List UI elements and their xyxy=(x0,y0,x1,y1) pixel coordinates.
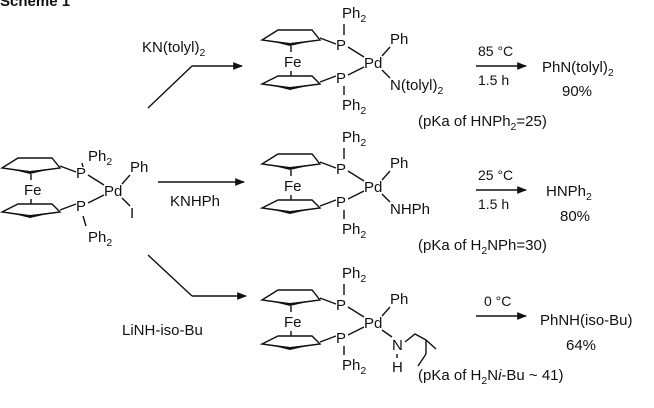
yield-2: 80% xyxy=(560,208,590,225)
yield-3: 64% xyxy=(566,337,596,354)
int2-p-bottom: P xyxy=(336,194,346,211)
start-complex: Fe P P Ph2 Ph2 Pd Ph I xyxy=(0,148,148,249)
int1-ph2-bottom: Ph2 xyxy=(342,97,366,117)
condition-temp-1: 85 °C xyxy=(478,43,513,59)
int3-fe: Fe xyxy=(284,314,302,331)
product-3: PhNH(iso-Bu) xyxy=(540,312,633,329)
int3-amido-n: N xyxy=(392,337,403,354)
int3-ph2-bottom: Ph2 xyxy=(342,357,366,377)
int1-fe: Fe xyxy=(284,54,302,71)
int1-amido: N(tolyl)2 xyxy=(390,77,444,97)
ferrocene-bottom-ring-icon xyxy=(0,203,62,218)
int2-p-top: P xyxy=(336,161,346,178)
reagent-2: KNHPh xyxy=(170,193,220,210)
start-ph2-bottom: Ph2 xyxy=(88,229,112,249)
pka-note-3: (pKa of H2Ni-Bu ~ 41) xyxy=(418,367,564,387)
intermediate-1: Fe P P Ph2 Ph2 Pd Ph N(tolyl)2 xyxy=(259,5,444,117)
condition-time-1: 1.5 h xyxy=(478,72,509,88)
condition-temp-3: 0 °C xyxy=(484,293,511,309)
int2-ph2-top: Ph2 xyxy=(342,129,366,149)
int3-p-top: P xyxy=(336,297,346,314)
int3-ph2-top: Ph2 xyxy=(342,265,366,285)
int1-p-bottom: P xyxy=(336,70,346,87)
start-fe: Fe xyxy=(24,182,42,199)
int1-pd: Pd xyxy=(364,55,382,72)
int3-pd: Pd xyxy=(364,315,382,332)
int2-ph2-bottom: Ph2 xyxy=(342,221,366,241)
reagent-3: LiNH-iso-Bu xyxy=(122,322,203,339)
start-pd: Pd xyxy=(104,183,122,200)
int2-fe: Fe xyxy=(284,178,302,195)
condition-temp-2: 25 °C xyxy=(478,167,513,183)
start-p-top: P xyxy=(76,165,86,182)
int2-amido: NHPh xyxy=(390,201,430,218)
int1-p-top: P xyxy=(336,37,346,54)
start-p-bottom: P xyxy=(76,198,86,215)
int2-ph: Ph xyxy=(390,155,408,172)
int3-p-bottom: P xyxy=(336,330,346,347)
int1-ph2-top: Ph2 xyxy=(342,5,366,25)
product-1: PhN(tolyl)2 xyxy=(542,59,614,79)
int3-ph: Ph xyxy=(390,291,408,308)
branch-line-upper xyxy=(147,65,193,109)
branch-line-lower xyxy=(147,254,193,297)
int1-ph: Ph xyxy=(390,31,408,48)
int3-amido-h: H xyxy=(392,359,403,376)
scheme-title: Scheme 1 xyxy=(0,0,70,10)
yield-1: 90% xyxy=(562,83,592,100)
int2-pd: Pd xyxy=(364,179,382,196)
pka-note-2: (pKa of H2NPh=30) xyxy=(418,237,547,257)
start-ph2-top: Ph2 xyxy=(88,148,112,168)
pka-note-1: (pKa of HNPh2=25) xyxy=(418,113,547,133)
ferrocene-top-ring-icon xyxy=(0,157,62,174)
start-ph: Ph xyxy=(130,159,148,176)
product-2: HNPh2 xyxy=(546,183,592,203)
intermediate-2: Fe P P Ph2 Ph2 Pd Ph NHPh xyxy=(259,129,430,241)
start-iodide: I xyxy=(130,205,134,222)
reagent-1: KN(tolyl)2 xyxy=(142,39,206,59)
isobutyl-chain-icon xyxy=(404,333,437,367)
intermediate-3: Fe P P Ph2 Ph2 Pd Ph N H xyxy=(259,265,437,377)
condition-time-2-visible: 1.5 h xyxy=(478,196,509,212)
